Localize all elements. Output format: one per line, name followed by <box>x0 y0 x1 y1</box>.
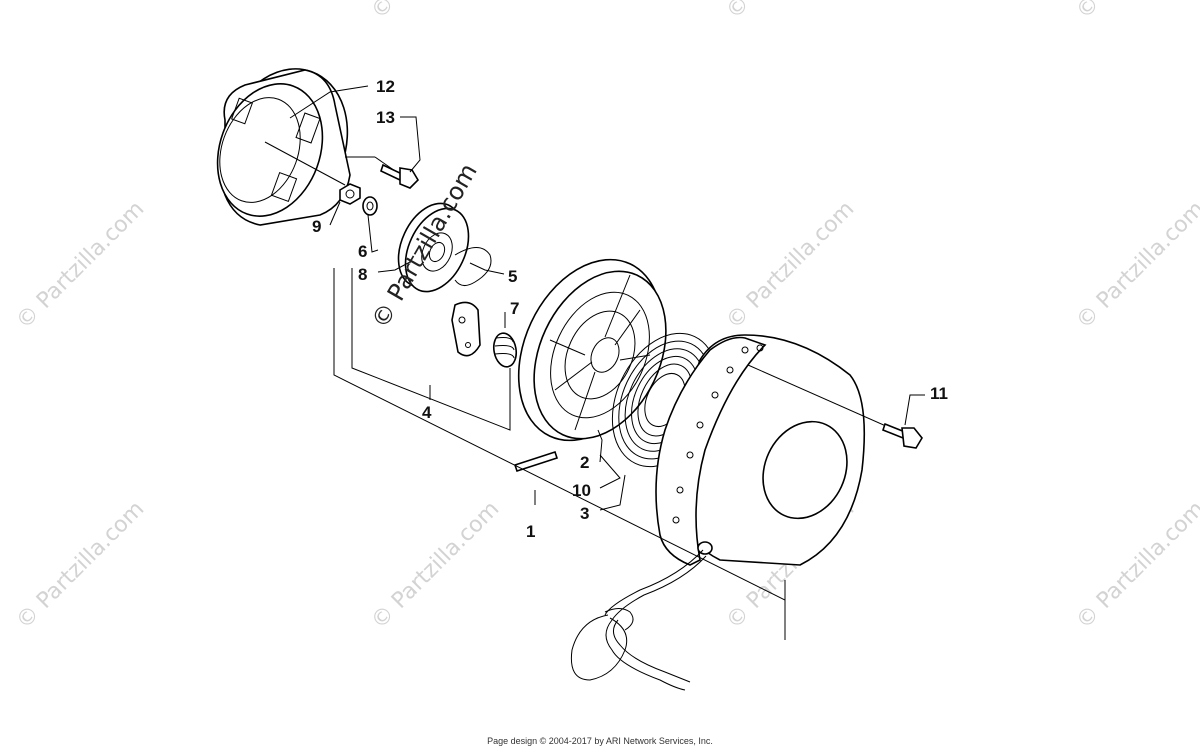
watermark-1: © Partzilla.com <box>12 197 150 335</box>
callout-6: 6 <box>358 242 367 261</box>
part-10-pin <box>513 450 559 473</box>
watermark-8: © Partzilla.com <box>367 0 505 24</box>
callout-5: 5 <box>508 267 517 286</box>
callout-1: 1 <box>526 522 535 541</box>
part-13-bolt <box>345 156 420 189</box>
part-9-nut <box>339 183 361 205</box>
part-7-spring <box>492 332 518 368</box>
watermark-2: © Partzilla.com <box>722 197 860 335</box>
part-8-ratchet <box>397 202 470 293</box>
callout-12: 12 <box>376 77 395 96</box>
callout-8: 8 <box>358 265 367 284</box>
callout-4: 4 <box>422 403 432 422</box>
watermark-7: © Partzilla.com <box>1072 497 1200 635</box>
callout-11: 11 <box>930 384 948 403</box>
watermark-9: © Partzilla.com <box>722 0 860 24</box>
leader-lines <box>289 85 925 640</box>
part-4-pawl <box>451 301 481 357</box>
part-6-washer <box>362 196 378 216</box>
part-1-starter-housing <box>655 334 866 566</box>
callout-7: 7 <box>510 299 519 318</box>
watermark-4: © Partzilla.com <box>12 497 150 635</box>
callout-2: 2 <box>580 453 589 472</box>
callout-9: 9 <box>312 217 321 236</box>
watermark-10: © Partzilla.com <box>1072 0 1200 24</box>
part-12-drive-cup <box>216 68 351 226</box>
callouts: 12 13 9 6 8 5 7 4 2 10 3 1 11 <box>312 77 948 541</box>
part-5-clip <box>454 247 492 286</box>
watermark-3: © Partzilla.com <box>1072 197 1200 335</box>
part-11-bolt <box>747 364 923 449</box>
callout-3: 3 <box>580 504 589 523</box>
callout-10: 10 <box>572 481 591 500</box>
starter-rope <box>570 549 707 691</box>
callout-13: 13 <box>376 108 395 127</box>
watermark-5: © Partzilla.com <box>367 497 505 635</box>
page-footer: Page design © 2004-2017 by ARI Network S… <box>487 736 713 746</box>
part-2-reel <box>517 258 667 442</box>
